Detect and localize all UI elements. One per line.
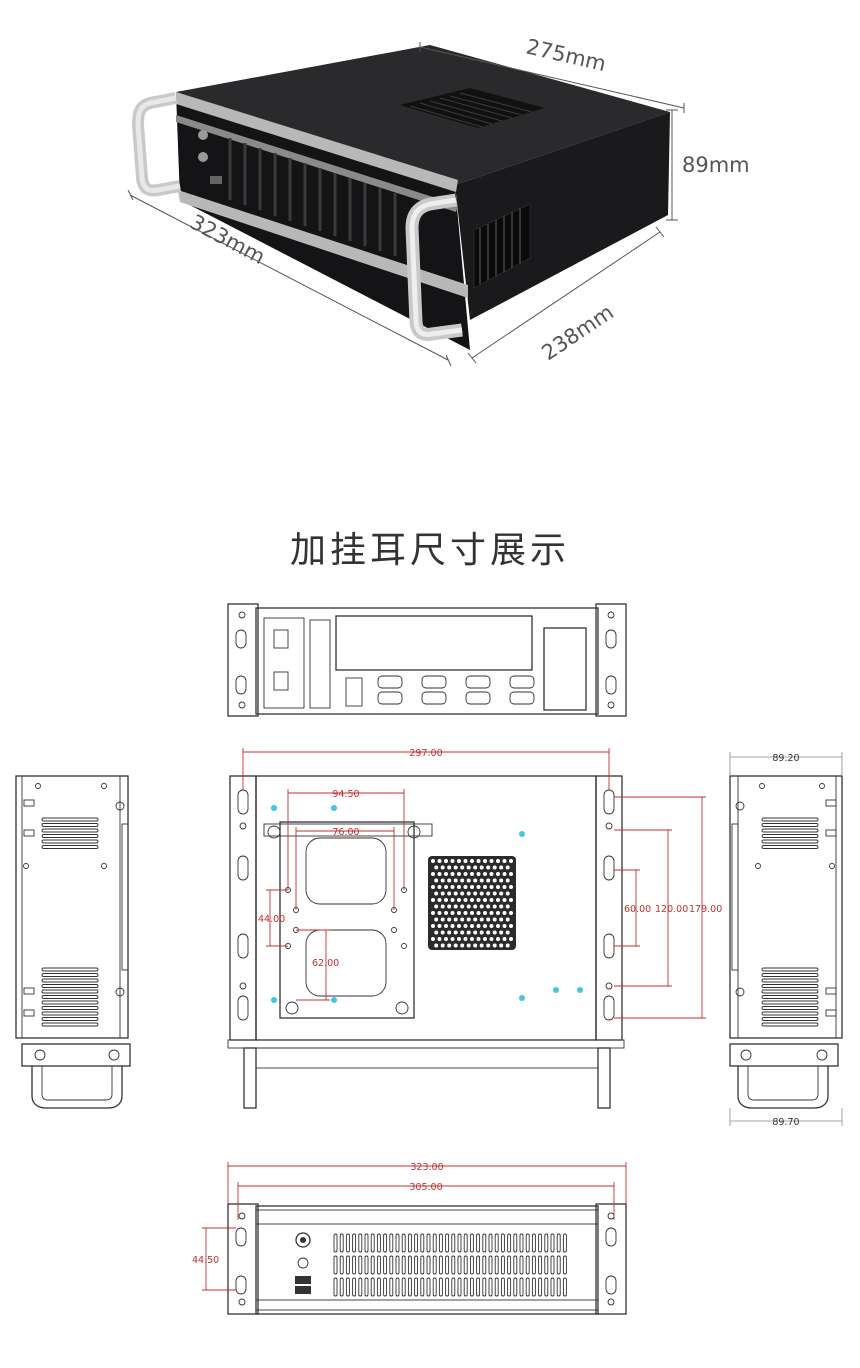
section-title-wrap: 加挂耳尺寸展示 (290, 530, 570, 571)
top-vent-mesh (400, 88, 545, 128)
dim-89-7: 89.70 (772, 1117, 799, 1128)
photo-dimension-lines (127, 42, 685, 367)
chassis-top-face (176, 45, 670, 185)
depth-label: 238mm (537, 300, 618, 365)
dim-60: 60.00 (624, 904, 651, 915)
dim-44-5: 44.50 (192, 1255, 219, 1266)
technical-drawings: 297.00 94.50 76.00 44.00 62.00 60.00 120… (15, 603, 843, 1315)
dim-179: 179.00 (689, 904, 722, 915)
height-label: 89mm (682, 153, 750, 177)
dim-44: 44.00 (258, 914, 285, 925)
dim-62: 62.00 (312, 958, 339, 969)
vent-pattern (428, 856, 516, 950)
dim-305: 305.00 (409, 1182, 442, 1193)
chassis-front-face (176, 92, 470, 350)
front-view: 323.00 305.00 44.50 (192, 1162, 627, 1315)
right-side-view: 89.20 89.70 (729, 752, 843, 1128)
dim-120: 120.00 (655, 904, 688, 915)
dim-297: 297.00 (409, 748, 442, 759)
top-view: 297.00 94.50 76.00 44.00 62.00 60.00 120… (227, 748, 722, 1109)
width-label: 275mm (524, 34, 608, 76)
dim-89-2: 89.20 (772, 753, 799, 764)
left-side-view (15, 775, 131, 1109)
chassis-photo: 275mm 89mm 323mm 238mm (127, 34, 750, 367)
mount-holes (271, 805, 583, 1003)
section-title: 加挂耳尺寸展示 (290, 530, 570, 571)
dim-76: 76.00 (332, 827, 359, 838)
dim-323: 323.00 (410, 1162, 443, 1173)
rear-view (227, 603, 627, 717)
dim-94-5: 94.50 (332, 789, 359, 800)
